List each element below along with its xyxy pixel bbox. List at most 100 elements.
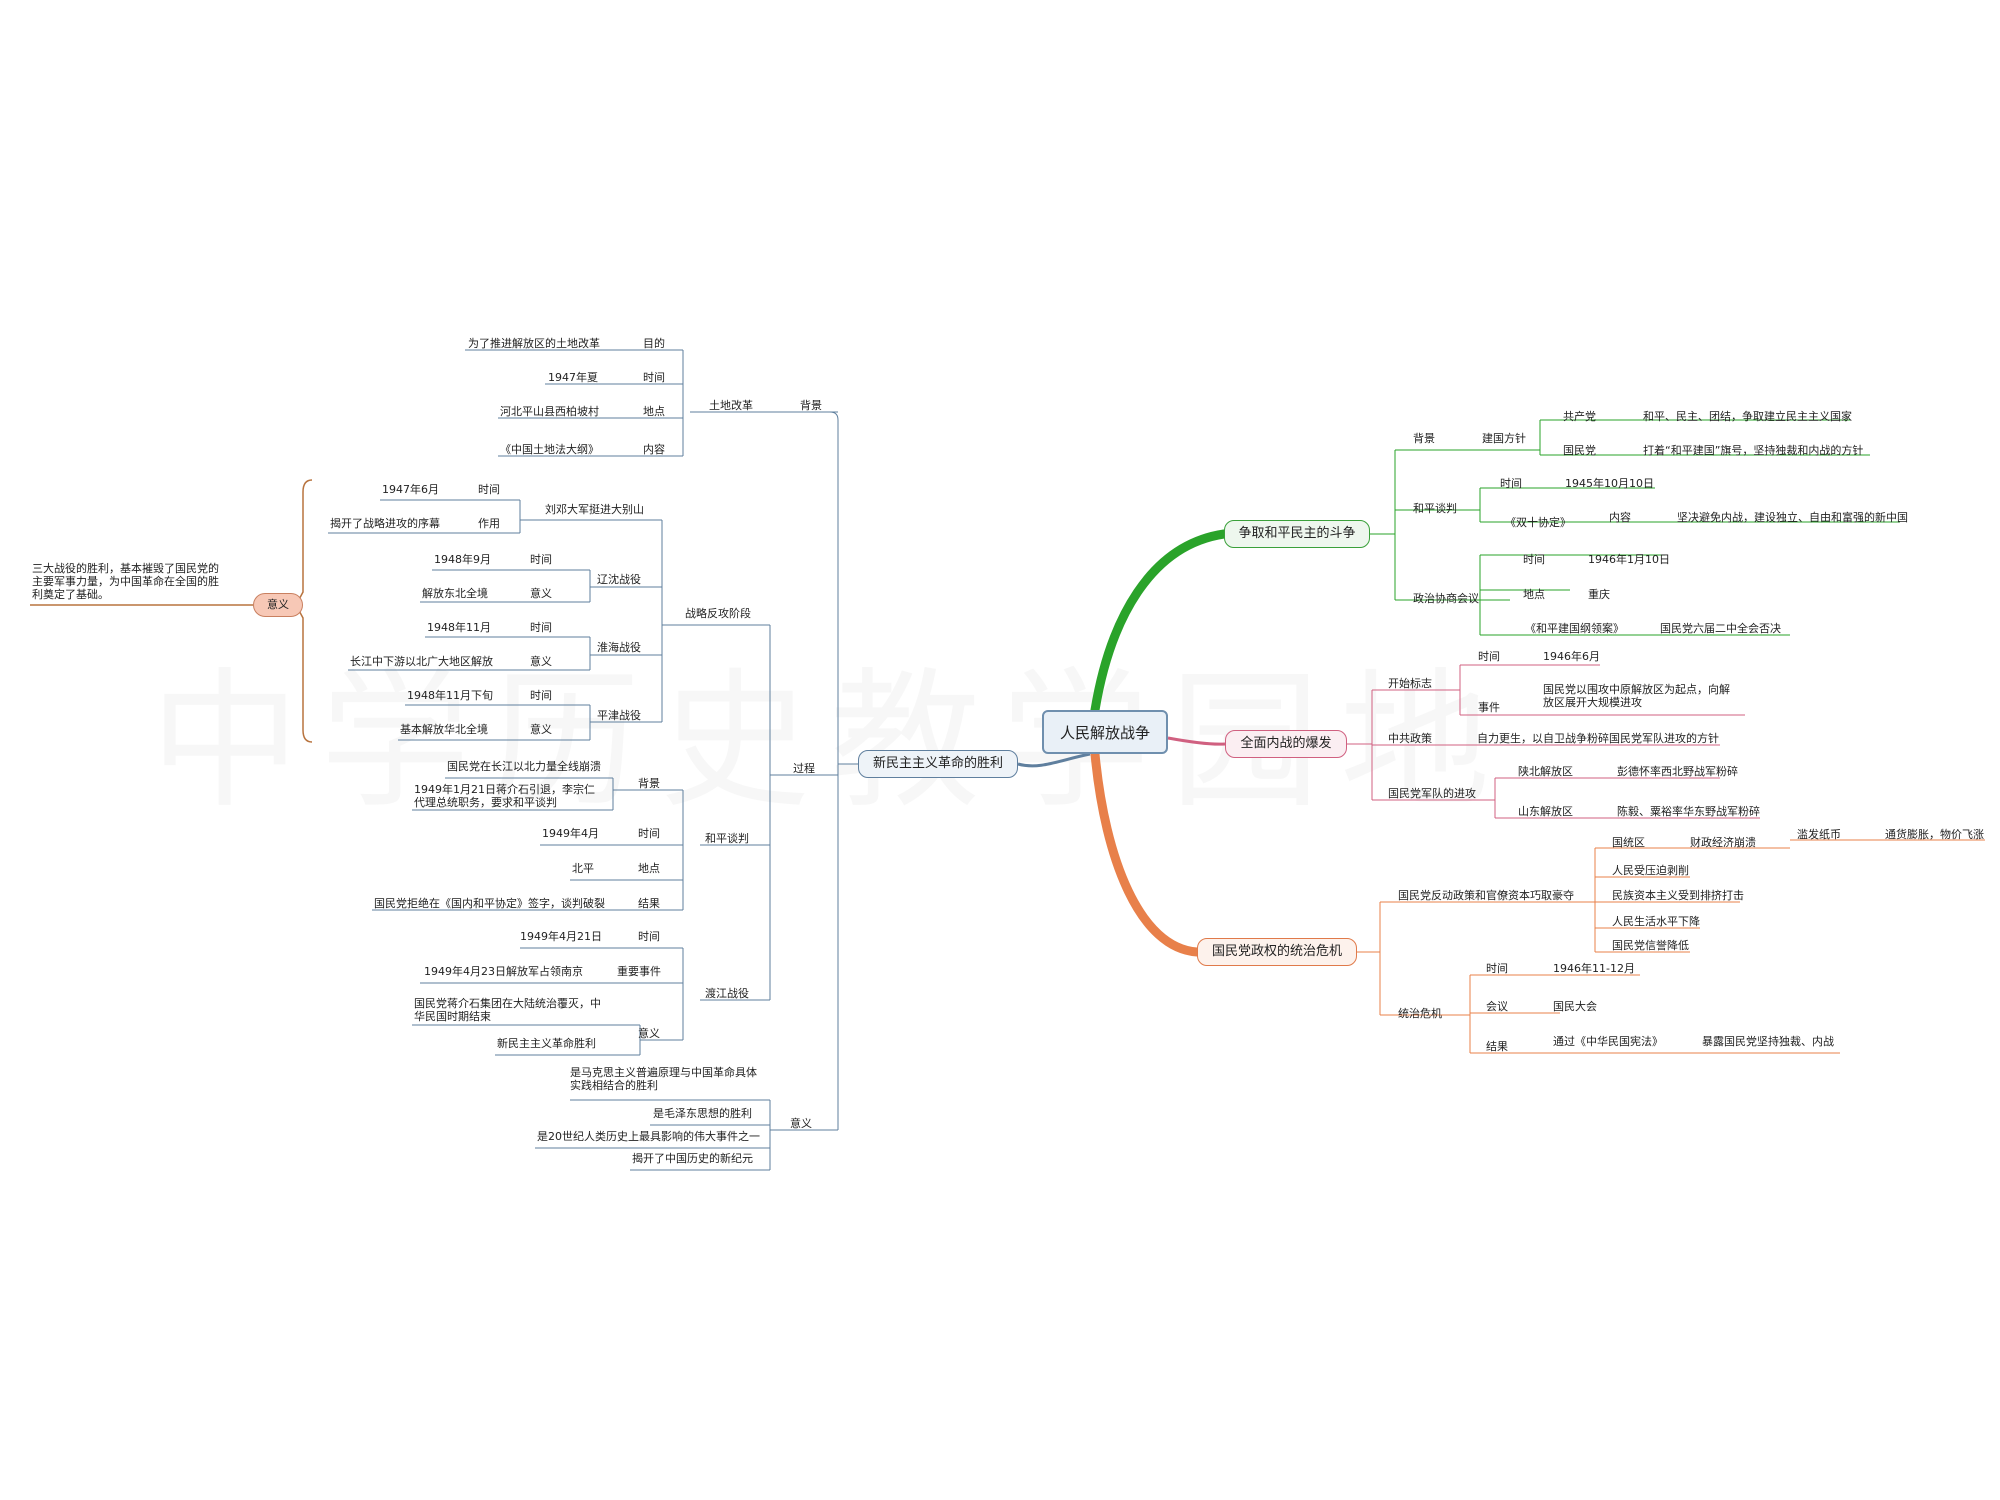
pink-shandong-v: 陈毅、粟裕率华东野战军粉碎: [1617, 805, 1760, 818]
pingjin-time-v: 1948年11月下旬: [407, 689, 493, 702]
liudeng-role-k: 作用: [478, 517, 500, 530]
orange-inflation: 通货膨胀，物价飞涨: [1885, 828, 1984, 841]
orange-item-3: 国民党信誉降低: [1612, 939, 1689, 952]
land-reform-k2: 地点: [643, 405, 665, 418]
pink-policy-v: 自力更生，以自卫战争粉碎国民党军队进攻的方针: [1477, 732, 1719, 745]
pingjin-mean-k: 意义: [530, 723, 552, 736]
liudeng-role-v: 揭开了战略进攻的序幕: [330, 517, 440, 530]
orange-item-0: 人民受压迫剥削: [1612, 864, 1689, 877]
green-pcc-label[interactable]: 政治协商会议: [1413, 592, 1479, 605]
pink-start-label[interactable]: 开始标志: [1388, 677, 1432, 690]
orange-result-v2: 暴露国民党坚持独裁、内战: [1702, 1035, 1834, 1048]
main-topic-kmt-crisis[interactable]: 国民党政权的统治危机: [1197, 938, 1357, 966]
orange-currency: 滥发纸币: [1797, 828, 1841, 841]
yangtze-event-v: 1949年4月23日解放军占领南京: [424, 965, 583, 978]
land-reform-k3: 内容: [643, 443, 665, 456]
peace-bg-k: 背景: [638, 777, 660, 790]
background-label[interactable]: 背景: [800, 399, 822, 412]
significance-label[interactable]: 意义: [790, 1117, 812, 1130]
pink-time-k: 时间: [1478, 650, 1500, 663]
yangtze-event-k: 重要事件: [617, 965, 661, 978]
peace-place-v: 北平: [572, 862, 594, 875]
huaihai-time-v: 1948年11月: [427, 621, 491, 634]
pingjin-label[interactable]: 平津战役: [597, 709, 641, 722]
land-reform-v3: 《中国土地法大纲》: [500, 443, 599, 456]
green-agreement: 《双十协定》: [1505, 516, 1571, 529]
green-policy-label[interactable]: 建国方针: [1482, 432, 1526, 445]
huaihai-label[interactable]: 淮海战役: [597, 641, 641, 654]
meaning-node[interactable]: 意义: [253, 593, 303, 617]
green-kmt-k: 国民党: [1563, 444, 1596, 457]
pink-shandong-k: 山东解放区: [1518, 805, 1573, 818]
orange-policy-label[interactable]: 国民党反动政策和官僚资本巧取豪夺: [1398, 889, 1574, 902]
main-topic-civil-war-outbreak[interactable]: 全面内战的爆发: [1225, 730, 1347, 758]
green-background-label[interactable]: 背景: [1413, 432, 1435, 445]
liudeng-time-v: 1947年6月: [382, 483, 439, 496]
orange-meet-v: 国民大会: [1553, 1000, 1597, 1013]
yangtze-label[interactable]: 渡江战役: [705, 987, 749, 1000]
land-reform-k1: 时间: [643, 371, 665, 384]
link-central-pink: [1167, 736, 1226, 746]
green-pcc-place-k: 地点: [1523, 588, 1545, 601]
significance-item-3: 揭开了中国历史的新纪元: [632, 1152, 753, 1165]
land-reform-v0: 为了推进解放区的土地改革: [468, 337, 600, 350]
main-topic-new-democratic-victory[interactable]: 新民主主义革命的胜利: [858, 750, 1018, 778]
peace-result-k: 结果: [638, 897, 660, 910]
huaihai-time-k: 时间: [530, 621, 552, 634]
peace-time-v: 1949年4月: [542, 827, 599, 840]
green-content-v: 坚决避免内战，建设独立、自由和富强的新中国: [1677, 511, 1908, 524]
liaoshen-label[interactable]: 辽沈战役: [597, 573, 641, 586]
peace-time-k: 时间: [638, 827, 660, 840]
pink-event-v: 国民党以围攻中原解放区为起点，向解放区展开大规模进攻: [1543, 683, 1730, 709]
pink-shaanbei-k: 陕北解放区: [1518, 765, 1573, 778]
orange-result-k: 结果: [1486, 1040, 1508, 1053]
land-reform-k0: 目的: [643, 337, 665, 350]
pink-focus-label[interactable]: 国民党军队的进攻: [1388, 787, 1476, 800]
orange-time-k: 时间: [1486, 962, 1508, 975]
main-topic-peace-democracy[interactable]: 争取和平民主的斗争: [1224, 520, 1370, 548]
peace-bg-v2: 1949年1月21日蒋介石引退，李宗仁代理总统职务，要求和平谈判: [414, 783, 595, 809]
pink-policy-label[interactable]: 中共政策: [1388, 732, 1432, 745]
liudeng-time-k: 时间: [478, 483, 500, 496]
significance-item-0: 是马克思主义普遍原理与中国革命具体实践相结合的胜利: [570, 1066, 757, 1092]
significance-item-2: 是20世纪人类历史上最具影响的伟大事件之一: [537, 1130, 760, 1143]
orange-time-v: 1946年11-12月: [1553, 962, 1635, 975]
process-label[interactable]: 过程: [793, 762, 815, 775]
yangtze-mean-k: 意义: [638, 1027, 660, 1040]
orange-item-2: 人民生活水平下降: [1612, 915, 1700, 928]
peace-bg-v1: 国民党在长江以北力量全线崩溃: [447, 760, 601, 773]
link-central-orange: [1090, 749, 1202, 957]
orange-crisis-label[interactable]: 统治危机: [1398, 1007, 1442, 1020]
orange-meet-k: 会议: [1486, 1000, 1508, 1013]
liaoshen-time-v: 1948年9月: [434, 553, 491, 566]
green-cpc-v: 和平、民主、团结，争取建立民主主义国家: [1643, 410, 1852, 423]
green-pcc-time-v: 1946年1月10日: [1588, 553, 1670, 566]
green-talks-time-v: 1945年10月10日: [1565, 477, 1654, 490]
green-cpc-k: 共产党: [1563, 410, 1596, 423]
orange-area: 国统区: [1612, 836, 1645, 849]
liudeng-label[interactable]: 刘邓大军挺进大别山: [545, 503, 644, 516]
huaihai-mean-v: 长江中下游以北广大地区解放: [350, 655, 493, 668]
orange-finance: 财政经济崩溃: [1690, 836, 1756, 849]
liaoshen-time-k: 时间: [530, 553, 552, 566]
counteroffensive-label[interactable]: 战略反攻阶段: [685, 607, 751, 620]
link-central-left: [1017, 752, 1091, 768]
pink-time-v: 1946年6月: [1543, 650, 1600, 663]
pingjin-mean-v: 基本解放华北全境: [400, 723, 488, 736]
yangtze-mean-v1: 国民党蒋介石集团在大陆统治覆灭，中华民国时期结束: [414, 997, 601, 1023]
liaoshen-mean-k: 意义: [530, 587, 552, 600]
central-topic[interactable]: 人民解放战争: [1042, 710, 1168, 754]
green-program-v: 国民党六届二中全会否决: [1660, 622, 1781, 635]
meaning-text: 三大战役的胜利，基本摧毁了国民党的主要军事力量，为中国革命在全国的胜利奠定了基础…: [32, 562, 219, 601]
peace-talks-label[interactable]: 和平谈判: [705, 832, 749, 845]
liaoshen-mean-v: 解放东北全境: [422, 587, 488, 600]
link-central-green: [1090, 529, 1229, 715]
peace-result-v: 国民党拒绝在《国内和平协定》签字，谈判破裂: [374, 897, 605, 910]
green-talks-label[interactable]: 和平谈判: [1413, 502, 1457, 515]
yangtze-time-k: 时间: [638, 930, 660, 943]
land-reform-v2: 河北平山县西柏坡村: [500, 405, 599, 418]
orange-result-v: 通过《中华民国宪法》: [1553, 1035, 1663, 1048]
green-pcc-time-k: 时间: [1523, 553, 1545, 566]
land-reform-label[interactable]: 土地改革: [709, 399, 753, 412]
